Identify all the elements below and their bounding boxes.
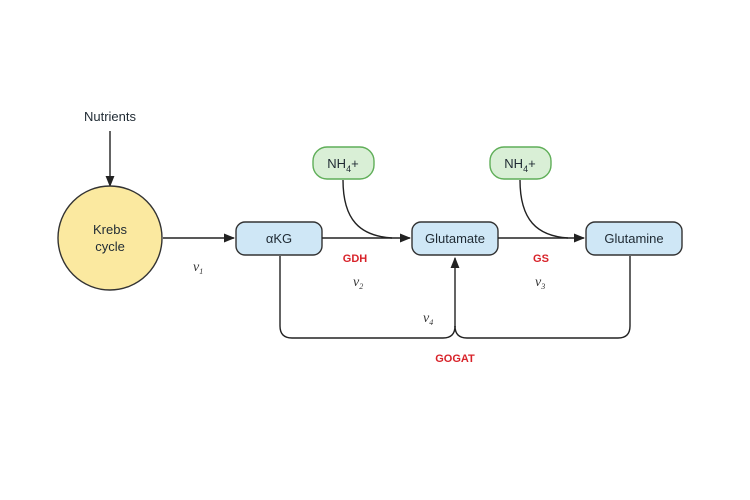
ammonium-2-curve xyxy=(519,179,569,239)
gogat-loop-left xyxy=(279,256,456,339)
rate-v3-label: v3 xyxy=(535,275,545,291)
rate-v1-label: v1 xyxy=(193,260,203,276)
gogat-loop-right xyxy=(454,256,631,339)
ammonium-label-1: NH4+ xyxy=(327,156,358,174)
ammonium-1-curve xyxy=(342,179,393,239)
ammonium-node-1 xyxy=(312,146,375,180)
glutamine-node xyxy=(585,221,683,256)
krebs-cycle-label-line2: cycle xyxy=(95,239,125,254)
enzyme-gs-label: GS xyxy=(533,253,549,265)
rate-v2-label: v2 xyxy=(353,275,363,291)
nutrients-label: Nutrients xyxy=(84,109,137,124)
glutamate-label: Glutamate xyxy=(425,231,485,246)
enzyme-gogat-label: GOGAT xyxy=(435,353,475,365)
enzyme-gdh-label: GDH xyxy=(343,253,368,265)
ammonium-label-2: NH4+ xyxy=(504,156,535,174)
rate-v4-label: v4 xyxy=(423,311,433,327)
krebs-cycle-node xyxy=(57,185,163,291)
krebs-cycle-label-line1: Krebs xyxy=(93,222,127,237)
glutamine-label: Glutamine xyxy=(604,231,663,246)
akg-label: αKG xyxy=(266,231,292,246)
ammonium-node-2 xyxy=(489,146,552,180)
